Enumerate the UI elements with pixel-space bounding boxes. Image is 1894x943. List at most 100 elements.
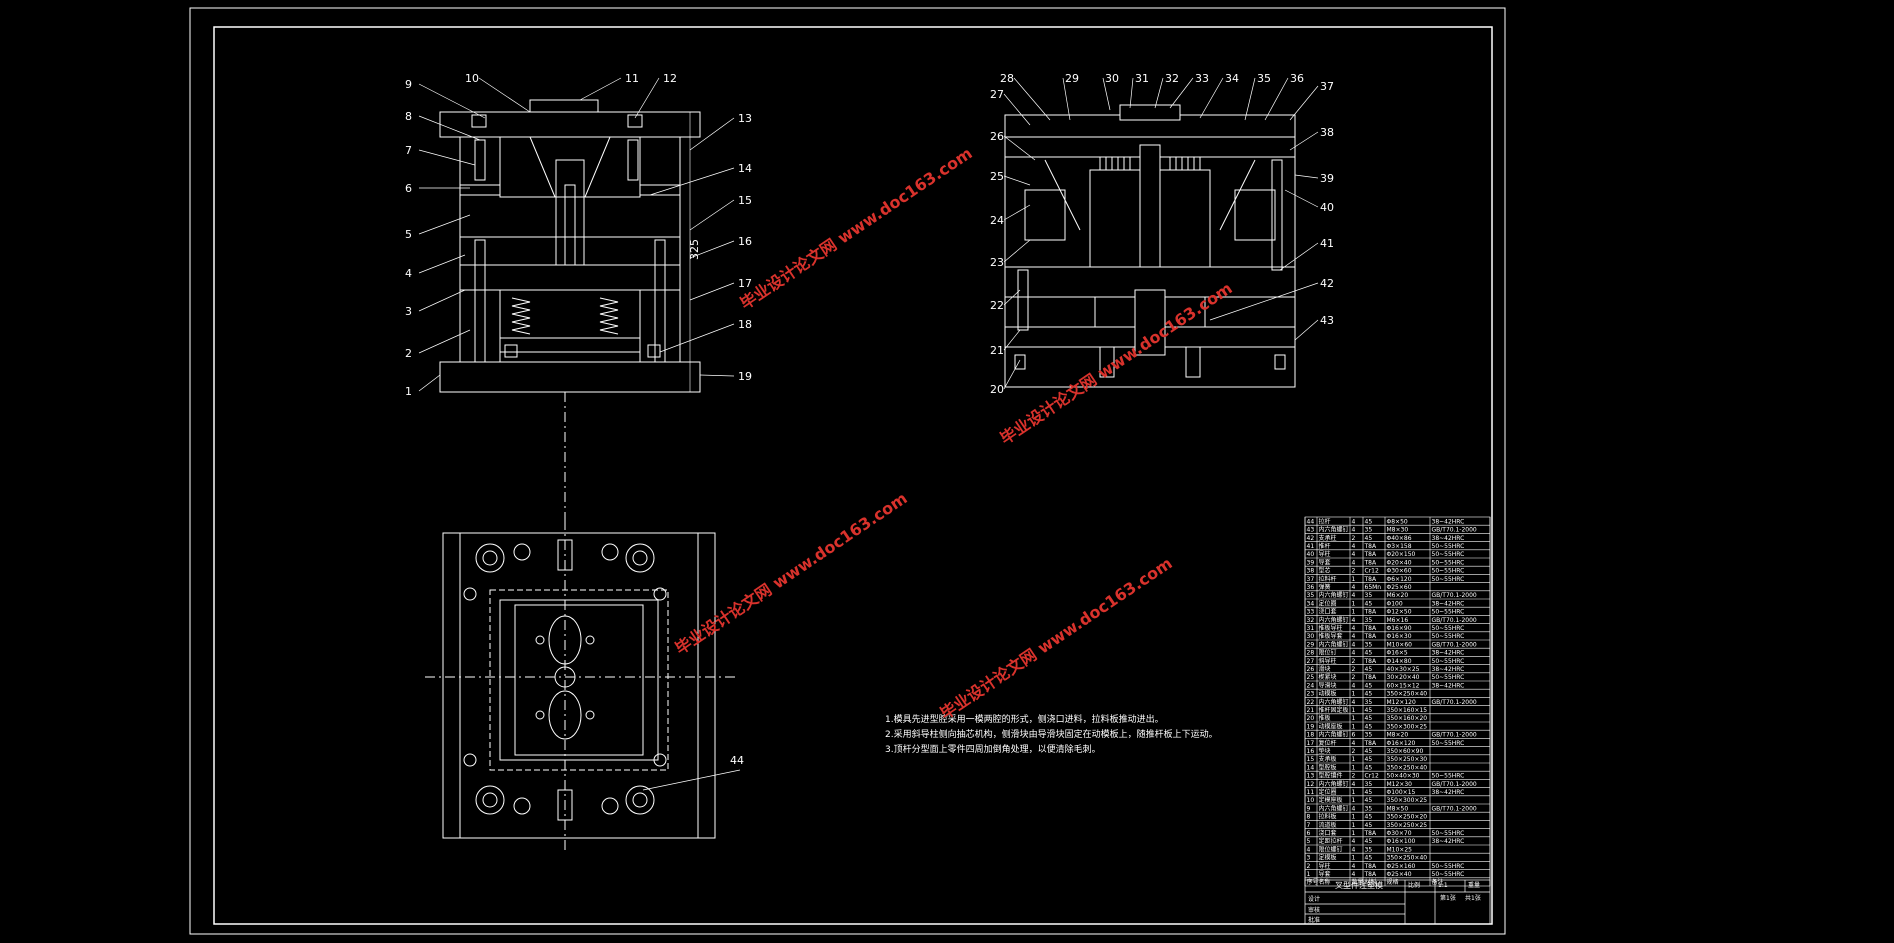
- bom-cell: Φ20×150: [1387, 551, 1416, 558]
- bom-cell: M8×30: [1387, 527, 1409, 534]
- bom-cell: 9: [1307, 805, 1311, 812]
- bom-cell: 8: [1307, 814, 1311, 821]
- bom-cell: 导柱: [1319, 550, 1331, 558]
- bom-cell: 拉杆: [1319, 517, 1331, 525]
- bom-cell: Φ25×60: [1387, 584, 1412, 591]
- bom-cell: 32: [1307, 617, 1315, 624]
- bom-cell: 10: [1307, 797, 1315, 804]
- bom-cell: 2: [1352, 674, 1356, 681]
- bom-cell: 50~55HRC: [1432, 871, 1465, 878]
- bom-cell: Φ6×120: [1387, 576, 1412, 583]
- callout-17: 17: [738, 277, 752, 290]
- bom-cell: 50~55HRC: [1432, 559, 1465, 566]
- bom-cell: 1: [1352, 814, 1356, 821]
- bom-cell: 43: [1307, 527, 1315, 534]
- callout-42: 42: [1320, 277, 1334, 290]
- bom-cell: 内六角螺钉: [1319, 591, 1349, 599]
- bom-cell: 4: [1352, 518, 1356, 525]
- callout-3: 3: [405, 305, 412, 318]
- bom-cell: 流道板: [1319, 821, 1337, 829]
- bom-cell: 350×250×25: [1387, 822, 1428, 829]
- checker-label: 审核: [1308, 906, 1320, 914]
- bom-cell: 斜导柱: [1319, 657, 1337, 665]
- callout-10: 10: [465, 72, 479, 85]
- bom-cell: 22: [1307, 699, 1315, 706]
- bom-cell: 41: [1307, 543, 1315, 550]
- bom-cell: 350×250×40: [1387, 764, 1428, 771]
- bom-cell: 24: [1307, 682, 1315, 689]
- callout-29: 29: [1065, 72, 1079, 85]
- bom-cell: 38~42HRC: [1432, 682, 1465, 689]
- sheet-border: [189, 7, 1506, 935]
- watermark-3: 毕业设计论文网 www.doc163.com: [672, 488, 911, 658]
- bom-cell: 动模板: [1319, 690, 1337, 698]
- callout-5: 5: [405, 228, 412, 241]
- side-section-view: [1004, 104, 1296, 388]
- bom-cell: 1: [1352, 822, 1356, 829]
- bom-cell: Φ40×86: [1387, 535, 1412, 542]
- bom-cell: 38~42HRC: [1432, 535, 1465, 542]
- bom-cell: 350×160×15: [1387, 707, 1428, 714]
- leaders-front: [418, 77, 735, 392]
- bom-cell: 13: [1307, 773, 1315, 780]
- bom-cell: 50~55HRC: [1432, 773, 1465, 780]
- callout-1: 1: [405, 385, 412, 398]
- callout-25: 25: [990, 170, 1004, 183]
- bom-cell: 4: [1352, 740, 1356, 747]
- bom-cell: T8A: [1364, 830, 1377, 837]
- callout-13: 13: [738, 112, 752, 125]
- bom-cell: Φ16×5: [1387, 650, 1408, 657]
- bom-cell: 18: [1307, 732, 1315, 739]
- callout-41: 41: [1320, 237, 1334, 250]
- bom-cell: 45: [1365, 723, 1373, 730]
- bom-cell: 19: [1307, 723, 1315, 730]
- bom-cell: 4: [1352, 641, 1356, 648]
- bom-cell: 38~42HRC: [1432, 650, 1465, 657]
- bom-cell: 型腔板: [1319, 763, 1337, 771]
- bom-cell: Φ20×40: [1387, 559, 1412, 566]
- bom-cell: T8A: [1364, 633, 1377, 640]
- bom-cell: GB/T70.1-2000: [1432, 805, 1477, 812]
- bom-cell: 楔紧块: [1319, 673, 1337, 681]
- bom-cell: 12: [1307, 781, 1315, 788]
- callout-4: 4: [405, 267, 412, 280]
- callout-36: 36: [1290, 72, 1304, 85]
- bom-header-cell: 名称: [1319, 878, 1331, 886]
- bom-cell: Φ100×15: [1387, 789, 1416, 796]
- bom-cell: 浇口套: [1319, 608, 1337, 616]
- bom-cell: 2: [1352, 658, 1356, 665]
- callout-22: 22: [990, 299, 1004, 312]
- bom-cell: 1: [1352, 707, 1356, 714]
- bom-cell: 28: [1307, 650, 1315, 657]
- bom-cell: 45: [1365, 822, 1373, 829]
- bom-cell: 5: [1307, 838, 1311, 845]
- bom-cell: 35: [1365, 592, 1373, 599]
- bom-cell: 45: [1365, 748, 1373, 755]
- cavity-teeth: [1099, 156, 1201, 171]
- bom-cell: 50~55HRC: [1432, 568, 1465, 575]
- bom-cell: 导套: [1319, 558, 1331, 566]
- bom-cell: 内六角螺钉: [1319, 616, 1349, 624]
- bom-cell: 4: [1352, 838, 1356, 845]
- callout-12: 12: [663, 72, 677, 85]
- bom-cell: 4: [1307, 846, 1311, 853]
- watermark-4: 毕业设计论文网 www.doc163.com: [937, 553, 1176, 723]
- callout-43: 43: [1320, 314, 1334, 327]
- bom-cell: M8×20: [1387, 732, 1409, 739]
- title-block: [1304, 879, 1491, 925]
- callout-23: 23: [990, 256, 1004, 269]
- bom-cell: 40: [1307, 551, 1315, 558]
- bom-cell: Φ3×158: [1387, 543, 1412, 550]
- bom-cell: 4: [1352, 625, 1356, 632]
- bom-cell: 44: [1307, 518, 1315, 525]
- bom-cell: Cr12: [1365, 568, 1379, 575]
- sheet-total: 共1张: [1465, 894, 1481, 902]
- bom-cell: 4: [1352, 781, 1356, 788]
- callout-39: 39: [1320, 172, 1334, 185]
- bom-cell: T8A: [1364, 625, 1377, 632]
- bom-cell: 50~55HRC: [1432, 830, 1465, 837]
- technical-notes: 1.模具先进型腔采用一模两腔的形式，侧浇口进料，拉料板推动进出。 2.采用斜导柱…: [885, 713, 1218, 755]
- bom-cell: 16: [1307, 748, 1315, 755]
- bom-cell: 38~42HRC: [1432, 838, 1465, 845]
